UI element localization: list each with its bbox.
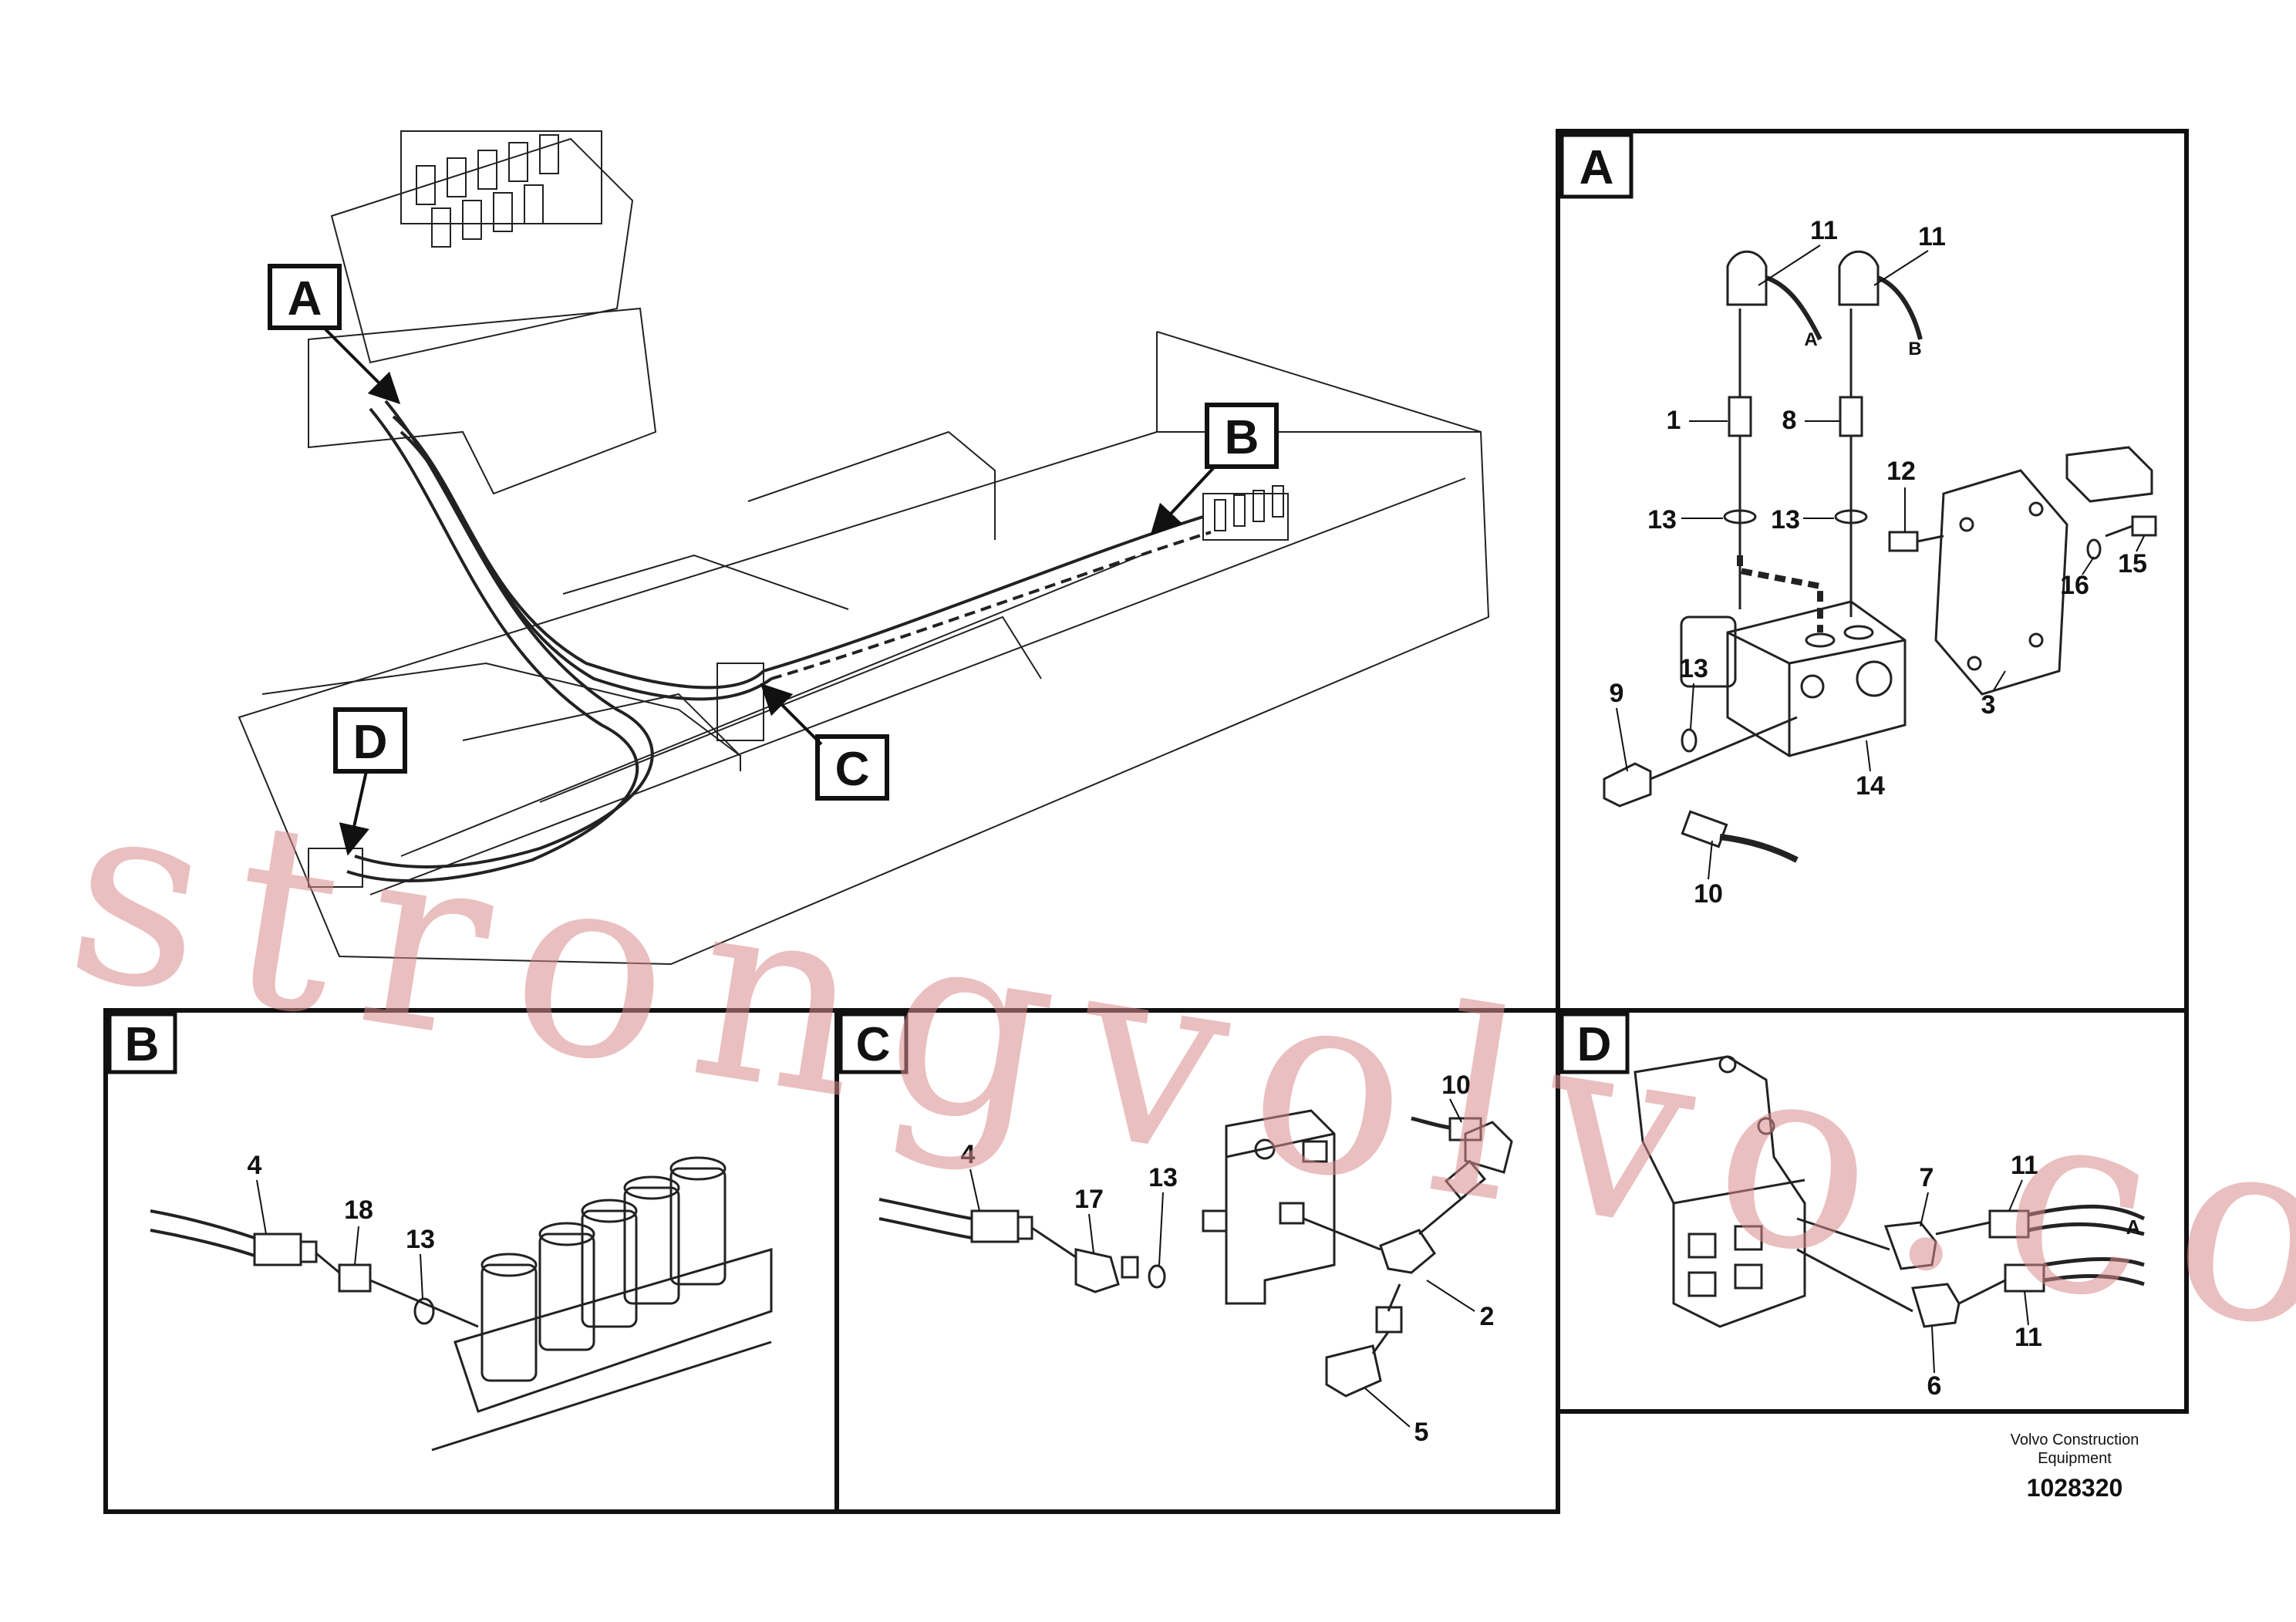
callout-c: C [760, 683, 889, 801]
panel-d-title: D [1577, 1018, 1612, 1071]
callout-b-label: B [1225, 411, 1259, 464]
panel-a-drawing [1603, 250, 2157, 863]
svg-text:9: 9 [1610, 679, 1624, 708]
panel-a-labels: 11 11 A B 1 8 12 13 13 16 15 3 9 13 14 1… [1610, 216, 2147, 909]
panel-d-drawing [1633, 1055, 2146, 1328]
svg-text:13: 13 [406, 1225, 435, 1254]
svg-text:13: 13 [1148, 1163, 1178, 1192]
svg-text:B: B [1908, 339, 1921, 359]
svg-text:4: 4 [248, 1151, 262, 1180]
overview-drawing [238, 130, 1490, 966]
svg-text:4: 4 [961, 1140, 976, 1169]
svg-text:6: 6 [1927, 1371, 1942, 1401]
svg-text:11: 11 [2014, 1323, 2042, 1352]
company-name-line1: Volvo Construction [2010, 1431, 2139, 1448]
panel-c-labels: 10 4 17 13 2 5 [961, 1071, 1495, 1447]
panel-b-drawing [150, 1156, 773, 1452]
watermark: strongvolvo.com [52, 739, 2296, 1436]
svg-text:12: 12 [1886, 457, 1916, 486]
callout-d: D [333, 707, 407, 856]
svg-text:10: 10 [1694, 879, 1723, 909]
panel-a: A [1556, 129, 2189, 1013]
svg-text:10: 10 [1441, 1071, 1471, 1100]
svg-text:14: 14 [1856, 771, 1885, 801]
svg-text:A: A [1804, 329, 1817, 350]
company-name-line2: Equipment [2038, 1450, 2112, 1467]
panel-c-drawing [878, 1109, 1513, 1398]
panel-d: D 11 7 A 6 11 [1556, 1008, 2189, 1414]
svg-text:3: 3 [1981, 690, 1996, 720]
callout-b: B [1150, 403, 1279, 536]
panel-b-title: B [125, 1018, 160, 1071]
panel-c-title: C [856, 1018, 891, 1071]
svg-text:8: 8 [1782, 406, 1797, 435]
panel-d-labels: 11 7 A 6 11 [1920, 1151, 2141, 1401]
svg-text:13: 13 [1647, 505, 1677, 534]
callout-a-label: A [288, 272, 322, 325]
panel-c: C [834, 1008, 1560, 1514]
callout-a: A [268, 264, 401, 405]
panel-a-title: A [1580, 141, 1614, 194]
svg-text:18: 18 [344, 1195, 373, 1225]
svg-text:13: 13 [1771, 505, 1800, 534]
svg-text:A: A [2126, 1216, 2141, 1239]
svg-text:13: 13 [1679, 654, 1708, 683]
footer-block: Volvo Construction Equipment 1028320 [1974, 1431, 2175, 1502]
svg-text:7: 7 [1920, 1163, 1934, 1192]
svg-text:16: 16 [2060, 571, 2089, 600]
svg-text:17: 17 [1074, 1185, 1104, 1214]
svg-text:2: 2 [1480, 1302, 1495, 1331]
svg-text:1: 1 [1667, 406, 1681, 435]
svg-text:11: 11 [1918, 222, 1946, 251]
svg-text:11: 11 [1810, 216, 1838, 245]
svg-text:11: 11 [2011, 1151, 2038, 1180]
svg-text:15: 15 [2118, 549, 2147, 578]
panel-b-labels: 4 18 13 [248, 1151, 435, 1254]
callout-d-label: D [353, 716, 388, 769]
callout-c-label: C [835, 743, 870, 796]
drawing-number: 1028320 [2026, 1474, 2123, 1502]
svg-text:5: 5 [1414, 1418, 1429, 1447]
